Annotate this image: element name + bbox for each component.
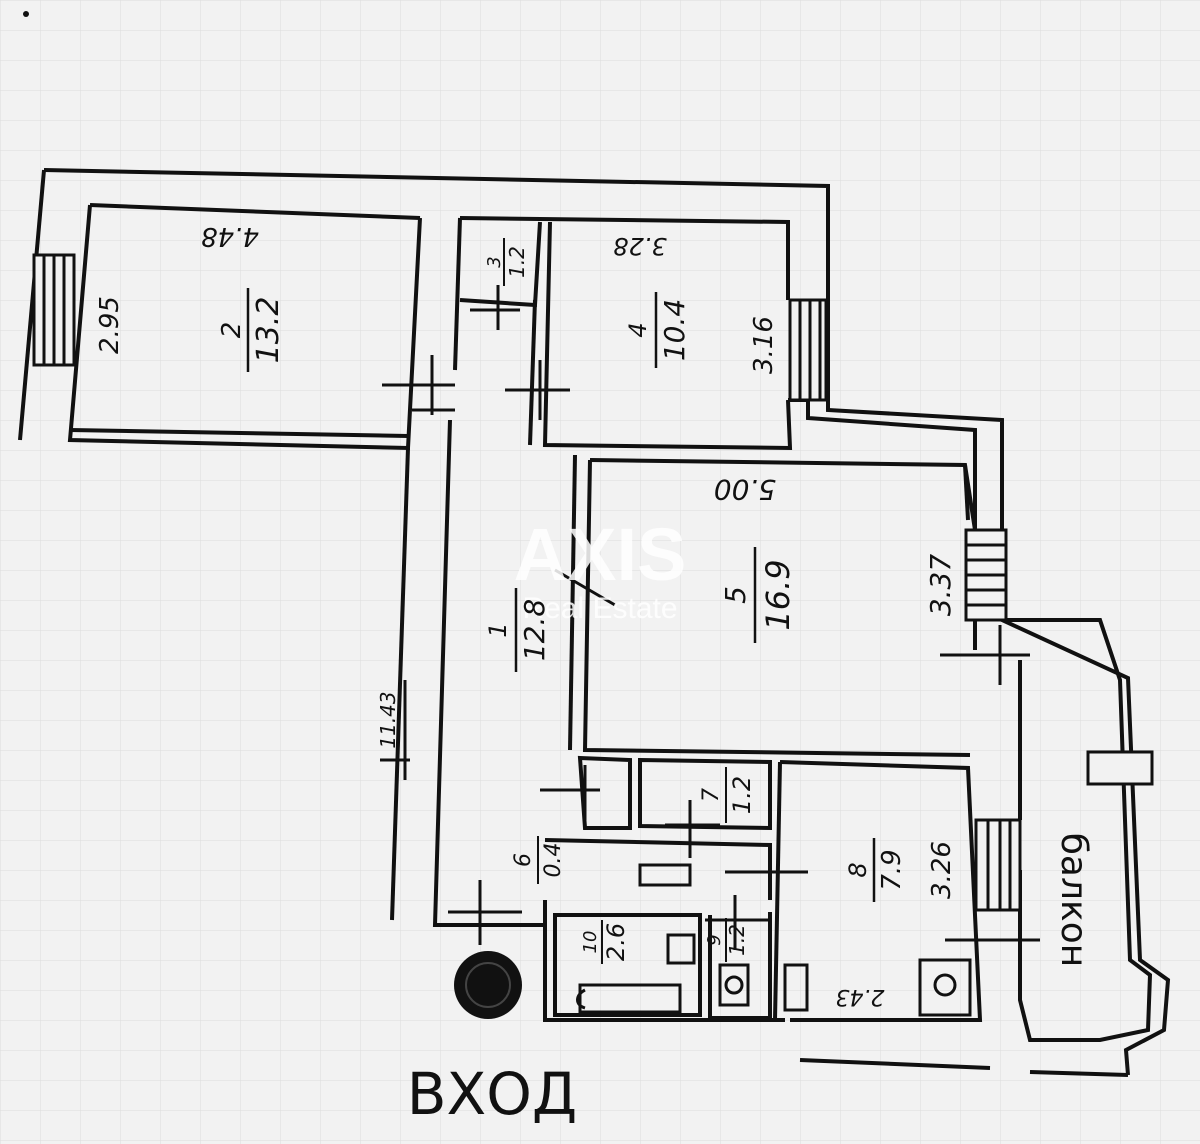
corridor-dimension: 11.43 — [376, 691, 400, 748]
room-4-walls — [542, 221, 793, 451]
room-4-width: 3.16 — [749, 316, 779, 374]
svg-text:8: 8 — [844, 862, 872, 877]
fixtures — [576, 863, 972, 1017]
room-8-label: 8 7.9 — [844, 838, 907, 902]
left-wall-outer — [18, 169, 46, 441]
window-room-2 — [32, 253, 76, 367]
svg-text:10.4: 10.4 — [658, 299, 691, 361]
bathroom-walls — [543, 900, 785, 1022]
room-9-label: 9 1.2 — [704, 918, 749, 962]
svg-text:6: 6 — [511, 853, 536, 867]
window-room-5 — [964, 528, 1008, 622]
room-10-label: 10 2.6 — [580, 920, 630, 964]
balcony-walls — [1002, 618, 1153, 1042]
outer-wall-inner-line — [89, 203, 421, 220]
svg-text:4: 4 — [624, 322, 652, 337]
closet-fixture — [638, 863, 692, 887]
svg-text:2: 2 — [217, 322, 247, 339]
corner-dot — [23, 11, 29, 17]
room-8-walls — [779, 760, 983, 1022]
svg-text:3: 3 — [484, 256, 505, 267]
svg-text:10: 10 — [580, 931, 601, 954]
room-7-label: 7 1.2 — [699, 767, 756, 823]
room-8-length: 2.43 — [836, 984, 885, 1009]
room-5-label: 5 16.9 — [719, 547, 797, 643]
door-marks — [380, 285, 1040, 950]
stove-icon — [918, 958, 972, 1017]
windows — [32, 253, 1154, 912]
balcony-window — [1086, 750, 1154, 786]
closet-7-walls — [638, 757, 772, 831]
svg-text:1.2: 1.2 — [725, 924, 749, 956]
room-2-width: 2.95 — [95, 296, 125, 354]
kitchen-sink-icon — [783, 963, 809, 1012]
closet-6-walls — [577, 755, 632, 830]
window-room-4 — [788, 298, 828, 402]
svg-text:7: 7 — [699, 788, 724, 802]
sink-icon — [666, 933, 696, 965]
riser-pipe-icon — [454, 951, 522, 1019]
entrance-label: ВХОД — [407, 1060, 578, 1128]
balcony-label: балкон — [1053, 833, 1094, 968]
bottom-wall-line — [799, 1058, 991, 1070]
room-4-length: 3.28 — [613, 232, 666, 260]
svg-text:12.8: 12.8 — [518, 599, 551, 661]
svg-text:0.4: 0.4 — [541, 843, 566, 878]
room-5-width: 3.37 — [924, 554, 957, 617]
svg-text:1: 1 — [484, 622, 512, 637]
toilet-icon — [718, 963, 750, 1007]
svg-text:9: 9 — [704, 934, 725, 945]
walls — [18, 168, 1171, 1077]
svg-text:7.9: 7.9 — [877, 849, 907, 890]
svg-text:1.2: 1.2 — [505, 246, 529, 278]
corridor-left-wall — [390, 447, 410, 921]
room-5-length: 5.00 — [714, 473, 776, 506]
outer-wall-outer-line — [43, 168, 1171, 1076]
bathtub-icon — [576, 983, 682, 1014]
room-4-label: 4 10.4 — [624, 292, 691, 368]
svg-text:16.9: 16.9 — [759, 559, 797, 630]
room-6-label: 6 0.4 — [511, 836, 566, 884]
watermark-tagline: Real Estate — [522, 592, 677, 625]
watermark-brand: AXIS — [514, 513, 687, 596]
room-1-label: 1 12.8 — [484, 588, 551, 672]
room-3-label: 3 1.2 — [484, 238, 529, 286]
window-room-8 — [974, 818, 1022, 912]
room-2-label: 2 13.2 — [217, 288, 286, 372]
room-8-width: 3.26 — [927, 841, 957, 899]
svg-text:1.2: 1.2 — [728, 776, 756, 814]
room-2-walls — [67, 204, 422, 451]
svg-text:5: 5 — [719, 586, 752, 604]
room-2-length: 4.48 — [201, 221, 259, 251]
svg-text:2.6: 2.6 — [602, 923, 630, 961]
svg-text:13.2: 13.2 — [251, 297, 286, 364]
